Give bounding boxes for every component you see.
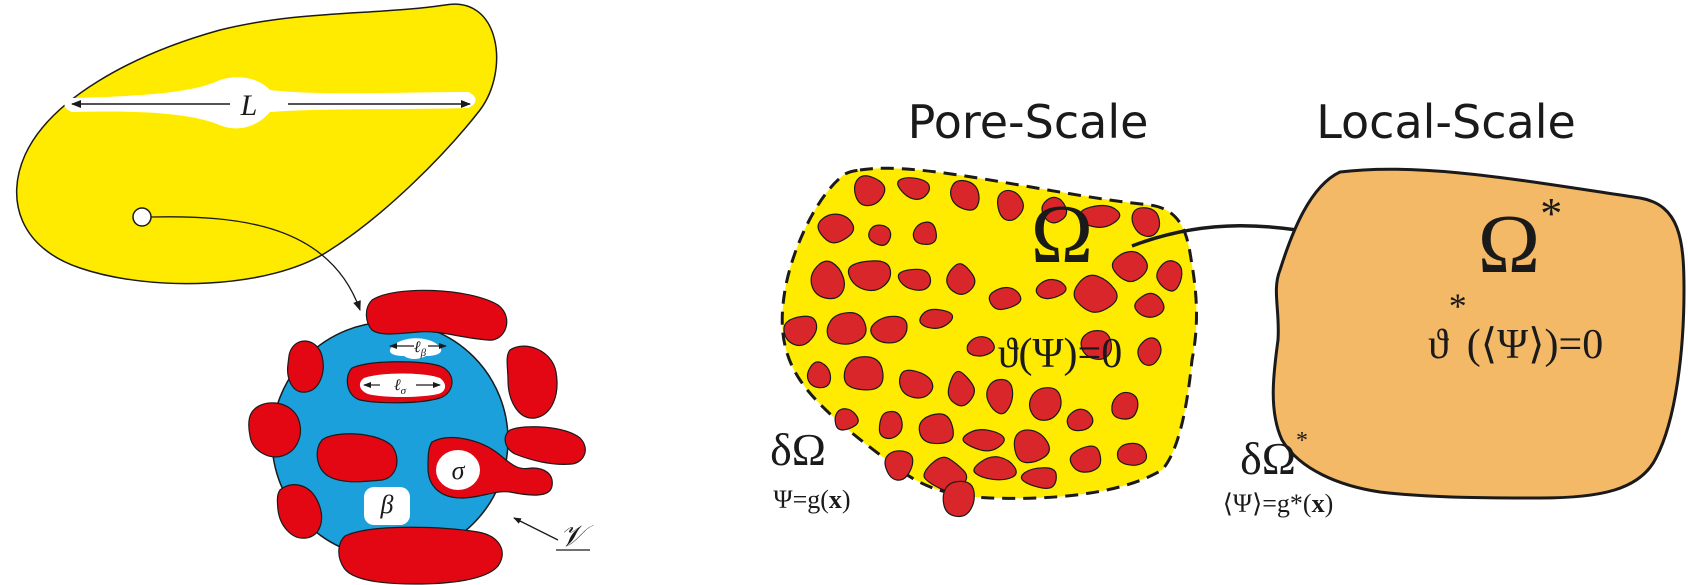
pore-grain [919,308,954,329]
pore-grain [1020,467,1057,489]
local-bc-x: x [1312,489,1325,518]
grain-right-lower [504,426,586,465]
pore-grain [962,429,1005,452]
local-eq-star: * [1449,286,1467,326]
pore-grain [868,224,892,246]
grain-right-upper [506,345,558,419]
pore-bc-lhs: Ψ=g( [773,485,829,514]
length-scale-band [64,77,476,129]
pore-bc-rhs: ) [842,485,851,514]
grain-left-mid [248,402,302,458]
zoom-connector-arrow [150,216,361,311]
pore-grain [1069,445,1102,473]
pore-grain [884,450,914,481]
pore-grain [898,369,934,399]
ell-beta-subscript: β [420,347,427,359]
local-boundary-label: δΩ* [1240,428,1308,484]
pore-grain [996,189,1024,222]
pore-grain [947,370,976,407]
pore-grain [942,480,975,518]
pore-grain [1073,274,1118,313]
ell-beta-label: ℓβ [414,339,427,359]
pore-grain [1111,250,1148,283]
pore-bc-x: x [829,485,842,514]
pore-grain [1156,260,1183,292]
ell-sigma-label: ℓσ [394,377,407,397]
local-boundary-base: δΩ [1240,433,1296,484]
pore-grain [949,179,980,211]
pore-grain [878,410,903,440]
pore-grain [1116,442,1148,466]
pore-scale-grains [783,175,1183,518]
pore-grain [973,456,1017,481]
local-eq-theta: ϑ [1428,322,1449,368]
grain-left-upper [287,340,324,393]
length-label: L [240,89,258,122]
grain-top [365,289,508,341]
ell-sigma-subscript: σ [401,385,407,397]
pore-boundary-condition: Ψ=g(x) [773,485,850,514]
pore-grain [843,356,884,391]
macroscopic-domain [16,3,498,285]
pore-grain [826,312,867,345]
local-equation: ϑ*(⟨Ψ⟩)=0 [1428,286,1603,368]
pore-grain [897,177,931,200]
pore-grain [897,268,932,291]
local-omega: Ω* [1478,189,1562,291]
ell-sigma-region [359,373,446,397]
grain-left-lower [276,484,323,539]
ell-beta-base: ℓ [414,339,421,356]
pore-grain [986,378,1014,415]
volume-label: 𝒱 [560,520,594,553]
pore-grain [834,408,859,431]
pore-grain [870,315,908,344]
pore-grain [1041,196,1068,224]
ell-beta-region [389,338,442,359]
sigma-pore [436,450,480,490]
local-bc-rhs: ) [1325,489,1334,518]
pore-grain [1131,207,1161,237]
pore-grain [1134,292,1165,318]
pore-grain [1035,278,1067,300]
local-scale-domain [1271,167,1686,500]
local-omega-star: * [1540,189,1562,238]
pore-grain [1066,408,1094,432]
pore-grain [1137,337,1162,366]
pore-scale-title: Pore-Scale [908,95,1149,149]
local-omega-base: Ω [1478,198,1540,291]
pore-grain [847,260,892,292]
pore-grain [946,263,976,295]
pore-grain [817,213,855,244]
grain-center-left [316,433,398,483]
pore-grain [918,413,954,445]
point-marker [132,207,152,227]
local-eq-rest: (⟨Ψ⟩)=0 [1467,322,1603,368]
pore-grain [1080,330,1112,360]
pore-omega: Ω [1031,188,1093,281]
local-boundary-condition: ⟨Ψ⟩=g*(x) [1223,489,1333,518]
pore-grain [853,175,886,207]
local-scale-title: Local-Scale [1316,95,1576,149]
pore-grain [912,221,937,245]
local-bc-lhs: ⟨Ψ⟩=g*( [1223,489,1312,518]
pore-grain [966,336,995,357]
pore-grain [783,315,818,347]
pore-grain [810,260,845,300]
grain-bottom [338,526,503,585]
ell-sigma-base: ℓ [394,377,401,394]
pore-grain [806,361,832,389]
pore-grain [988,286,1022,311]
pore-grain [1079,204,1121,228]
pore-boundary-label: δΩ [770,424,826,475]
beta-label-box [364,487,410,525]
volume-pointer [513,517,559,541]
pore-grain [1111,391,1139,420]
local-boundary-star: * [1296,428,1308,454]
pore-equation: ϑ(Ψ)=0 [998,331,1122,377]
pore-grain [1028,387,1062,421]
beta-label: β [380,490,394,519]
sigma-label: σ [452,456,466,485]
pore-grain [1013,429,1050,464]
